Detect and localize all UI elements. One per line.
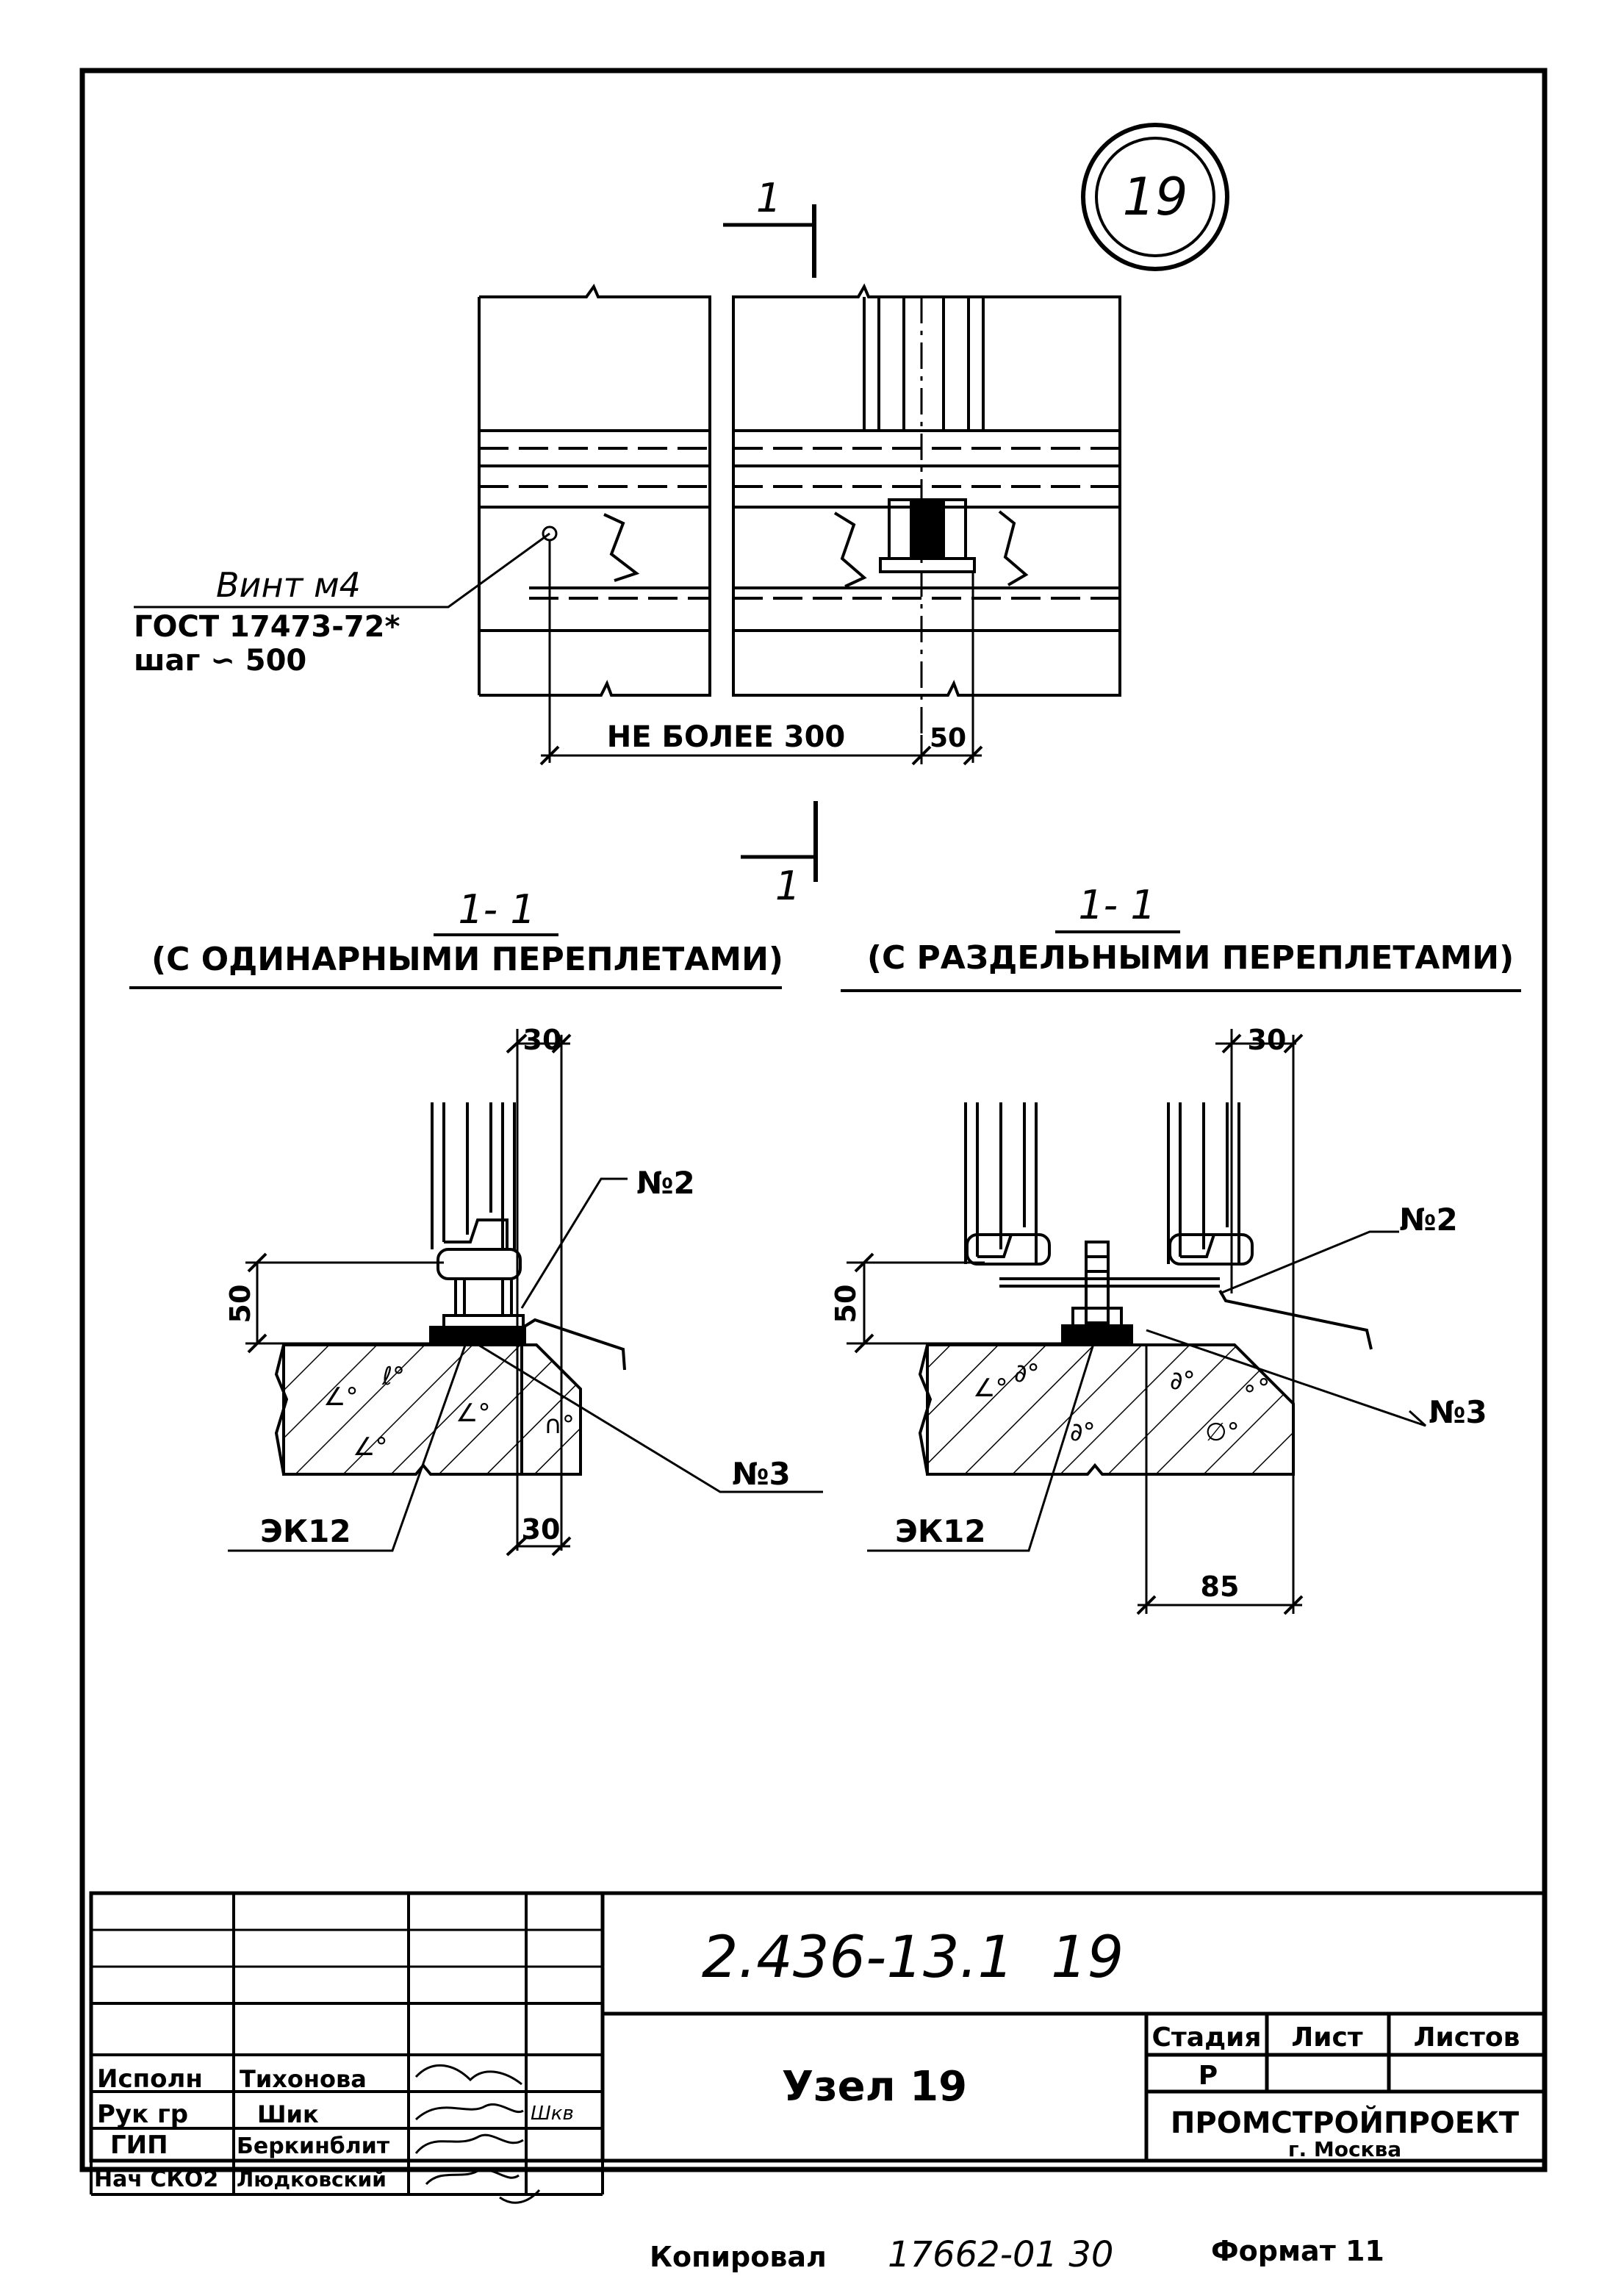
- section-left-drawing: ∠° ℓ° ∠° ∠° ∩°: [228, 1029, 823, 1557]
- plan-dimension-small: 50: [930, 723, 966, 753]
- screw-label-line-1: Винт м4: [216, 565, 361, 605]
- row-name: Беркинблит: [237, 2133, 390, 2159]
- section-mark-top-label: 1: [756, 175, 781, 221]
- section-left-label-no3: №3: [732, 1456, 791, 1492]
- svg-text:∩°: ∩°: [544, 1410, 575, 1440]
- section-left-label-no2: №2: [636, 1165, 695, 1201]
- col-stage: Стадия: [1152, 2022, 1262, 2053]
- organization-city: г. Москва: [1288, 2137, 1401, 2161]
- svg-text:∠°: ∠°: [353, 1432, 387, 1462]
- signature: [414, 2103, 524, 2121]
- svg-text:∅°: ∅°: [1205, 1418, 1240, 1447]
- svg-text:∂°: ∂°: [1014, 1359, 1040, 1388]
- svg-text:∂°: ∂°: [1170, 1366, 1196, 1396]
- row-name: Людковский: [237, 2167, 387, 2192]
- node-badge-number: 19: [1122, 167, 1188, 227]
- signature: [414, 2133, 524, 2154]
- svg-text:∠°: ∠°: [456, 1399, 490, 1428]
- plan-view: [134, 204, 1121, 882]
- section-right-label-no2: №2: [1399, 1202, 1458, 1238]
- section-right-label-ek: ЭК12: [895, 1513, 986, 1549]
- row-role: Нач СКО2: [94, 2167, 218, 2192]
- footer-copied: Копировал: [650, 2241, 827, 2273]
- signature: [425, 2168, 541, 2204]
- section-right-dim-bottom: 85: [1201, 1571, 1240, 1603]
- sheet-code: 19: [1051, 1925, 1124, 1991]
- svg-text:∘°: ∘°: [1242, 1374, 1270, 1403]
- row-role: Рук гр: [97, 2100, 188, 2129]
- organization-name: ПРОМСТРОЙПРОЕКТ: [1171, 2105, 1520, 2140]
- section-right-dim-height: 50: [830, 1285, 862, 1324]
- section-left-caption: (С ОДИНАРНЫМИ ПЕРЕПЛЕТАМИ): [151, 941, 783, 978]
- title-block: [89, 1891, 1547, 2163]
- svg-text:∂°: ∂°: [1070, 1418, 1096, 1447]
- drawing-frame: [79, 68, 1548, 2172]
- svg-text:∠°: ∠°: [973, 1374, 1007, 1403]
- section-right-label-no3: №3: [1429, 1394, 1487, 1430]
- row-role: ГИП: [110, 2131, 168, 2160]
- drawing-title: Узел 19: [782, 2063, 967, 2111]
- section-right-dim-top: 30: [1248, 1024, 1287, 1056]
- row-role: Исполн: [97, 2064, 203, 2094]
- row-name: Тихонова: [240, 2065, 367, 2093]
- node-badge: 19: [1081, 123, 1229, 271]
- section-left-number: 1- 1: [458, 886, 535, 933]
- section-right-number: 1- 1: [1078, 882, 1155, 928]
- col-sheets: Листов: [1414, 2022, 1520, 2053]
- section-left-dim-top: 30: [523, 1024, 562, 1056]
- plan-dimension-main: НЕ БОЛЕЕ 300: [607, 720, 846, 754]
- footer-number: 17662-01 30: [888, 2234, 1113, 2275]
- section-right-drawing: ∠° ∂° ∂° ∂° ∅° ∘°: [847, 1029, 1427, 1615]
- screw-label-line-3: шаг ∽ 500: [134, 644, 306, 678]
- section-right-caption: (С РАЗДЕЛЬНЫМИ ПЕРЕПЛЕТАМИ): [867, 939, 1514, 977]
- doc-code: 2.436-13.1: [702, 1925, 1014, 1991]
- row-note: Шкв: [531, 2103, 574, 2125]
- stage-value: Р: [1199, 2061, 1218, 2091]
- col-sheet: Лист: [1291, 2022, 1362, 2053]
- screw-label-line-2: ГОСТ 17473-72*: [134, 610, 400, 644]
- section-left-label-ek: ЭК12: [260, 1513, 351, 1549]
- svg-text:∠°: ∠°: [323, 1382, 358, 1412]
- row-name: Шик: [257, 2100, 319, 2128]
- section-left-dim-height: 50: [224, 1285, 256, 1324]
- signature: [414, 2064, 522, 2086]
- svg-text:ℓ°: ℓ°: [381, 1362, 405, 1391]
- section-left-dim-bottom: 30: [522, 1513, 561, 1546]
- section-mark-bottom-label: 1: [775, 863, 800, 909]
- footer-format: Формат 11: [1211, 2235, 1384, 2267]
